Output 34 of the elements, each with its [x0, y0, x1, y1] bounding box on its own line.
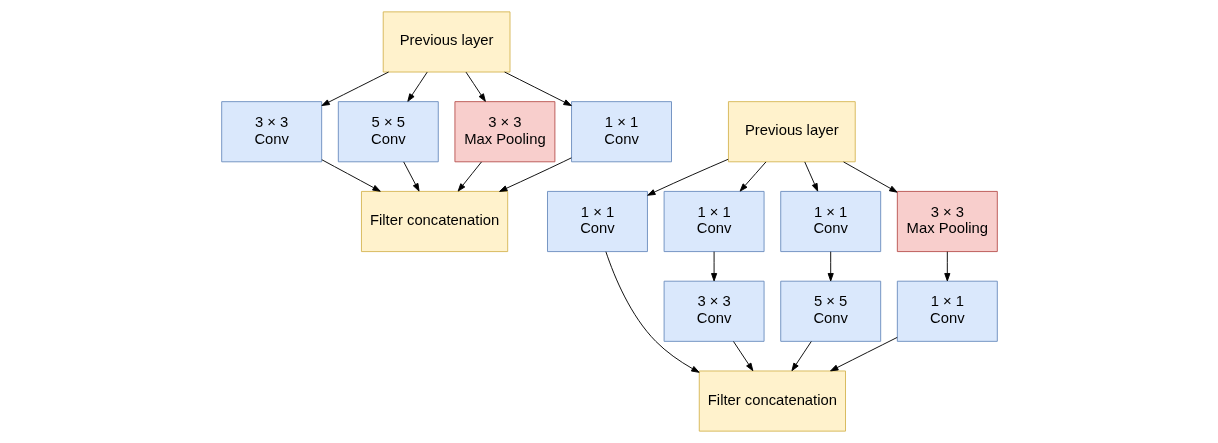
arrow	[739, 161, 766, 192]
node-box: Previous layer	[382, 11, 510, 73]
arrow	[803, 161, 818, 192]
arrow	[465, 71, 486, 102]
node-box: 1 × 1 Conv	[896, 280, 998, 342]
node-box: 5 × 5 Conv	[337, 101, 439, 163]
node-box: Filter concatenation	[698, 370, 846, 432]
arrow	[503, 71, 572, 106]
arrow	[943, 251, 950, 282]
arrow	[732, 341, 753, 372]
node-box: 3 × 3 Max Pooling	[896, 190, 998, 253]
node-box: 3 × 3 Conv	[220, 101, 322, 163]
arrow	[710, 251, 717, 282]
node-box: 3 × 3 Conv	[663, 280, 765, 342]
arrow	[498, 157, 572, 192]
node-box: 1 × 1 Conv	[546, 190, 648, 253]
arrow	[457, 161, 482, 192]
node-box: Filter concatenation	[360, 190, 508, 253]
node-box: 3 × 3 Max Pooling	[453, 101, 555, 163]
arrow	[646, 158, 729, 196]
node-box: 1 × 1 Conv	[663, 190, 765, 253]
arrow	[827, 251, 834, 282]
arrow	[790, 341, 812, 372]
arrow	[842, 161, 898, 193]
arrow	[829, 336, 898, 372]
arrow	[320, 159, 381, 192]
node-box: 5 × 5 Conv	[779, 280, 881, 342]
node-box: 1 × 1 Conv	[779, 190, 881, 253]
arrow	[406, 71, 428, 102]
arrow	[402, 161, 420, 192]
arrow	[320, 71, 389, 106]
node-box: Previous layer	[727, 101, 856, 163]
arrow	[604, 251, 700, 373]
node-box: 1 × 1 Conv	[570, 101, 672, 163]
